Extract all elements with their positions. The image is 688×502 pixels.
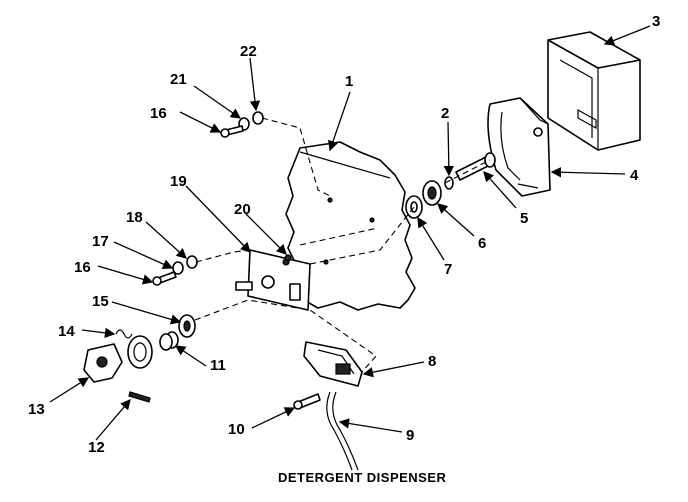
callout-15: 15 <box>92 293 109 310</box>
callout-12: 12 <box>88 439 105 456</box>
callout-7: 7 <box>444 261 452 278</box>
callout-18: 18 <box>126 209 143 226</box>
part-4-cup <box>487 97 551 197</box>
callout-3: 3 <box>652 13 660 30</box>
part-14-spring <box>115 329 153 369</box>
callout-14: 14 <box>58 323 75 340</box>
part-6-gear <box>422 180 442 206</box>
part-3-outer-housing <box>547 31 641 151</box>
callout-20: 20 <box>234 201 251 218</box>
part-5-shaft <box>455 152 496 181</box>
callout-6: 6 <box>478 235 486 252</box>
callout-labels: 1 2 3 4 5 6 7 8 9 10 11 12 13 14 15 16 1… <box>28 13 660 456</box>
callout-16-top: 16 <box>150 105 167 122</box>
callout-5: 5 <box>520 210 528 227</box>
callout-8: 8 <box>428 353 436 370</box>
part-11-bushing <box>159 331 179 351</box>
callout-10: 10 <box>228 421 245 438</box>
leader-lines <box>49 25 651 441</box>
diagram-caption: DETERGENT DISPENSER <box>278 470 447 485</box>
part-7-seal <box>405 195 423 219</box>
part-16-17-18-lower-fasteners <box>152 255 198 286</box>
part-10-screw <box>293 393 321 410</box>
callout-13: 13 <box>28 401 45 418</box>
part-12-pin <box>128 391 151 403</box>
part-1-panel <box>285 141 416 311</box>
callout-19: 19 <box>170 173 187 190</box>
callout-22: 22 <box>240 43 257 60</box>
callout-4: 4 <box>630 167 639 184</box>
part-13-cam <box>83 343 123 383</box>
callout-2: 2 <box>441 105 449 122</box>
callout-11: 11 <box>210 357 226 374</box>
part-15-gear <box>178 314 196 338</box>
callout-21: 21 <box>170 71 187 88</box>
callout-17: 17 <box>92 233 109 250</box>
part-16-21-22-top-fasteners <box>220 111 264 138</box>
callout-16-lower: 16 <box>74 259 91 276</box>
part-9-wire <box>326 391 359 471</box>
part-20-screw <box>284 254 292 262</box>
part-8-actuator <box>303 341 363 387</box>
callout-9: 9 <box>406 427 414 444</box>
callout-1: 1 <box>345 73 353 90</box>
